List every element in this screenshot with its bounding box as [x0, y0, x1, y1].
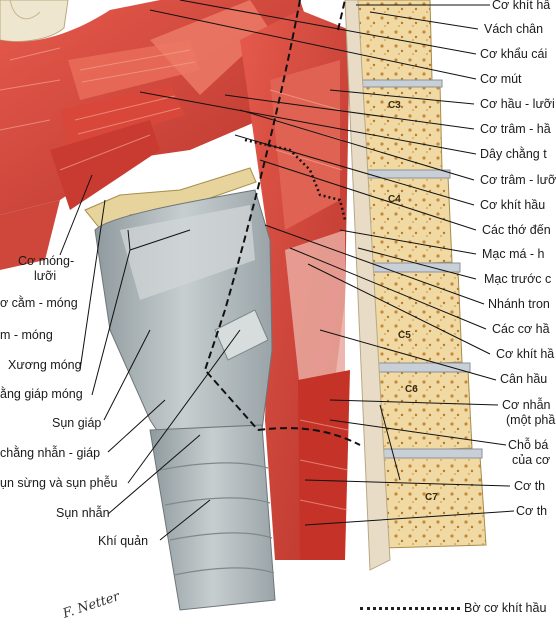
label-pharyngeal-muscles: Các cơ hầ — [492, 322, 550, 336]
label-attachment: Chỗ bá — [508, 438, 549, 452]
label-superior-constrictor: Cơ khít hầ — [492, 0, 551, 12]
label-thyroid-cartilage: Sụn giáp — [52, 416, 102, 430]
vertebra-c6: C6 — [405, 384, 418, 395]
label-buccopharyngeal-fascia: Mạc má - h — [482, 247, 545, 261]
label-middle-constrictor: Cơ khít hầu — [480, 198, 546, 212]
label-hyoglossus-2: lưỡi — [34, 269, 57, 283]
label-styloglossus: Cơ trâm - lưỡ — [480, 173, 556, 187]
label-palatoglossus: Cơ khẩu cái — [480, 47, 548, 61]
vertebra-c4: C4 — [388, 194, 401, 205]
label-prevertebral-fascia: Mạc trước c — [484, 272, 552, 286]
label-hyoid-bone: Xương móng — [8, 358, 82, 372]
label-stylopharyngeus: Cơ trâm - hầ — [480, 122, 551, 136]
label-hyoglossus: Cơ móng- — [18, 254, 75, 268]
vertebral-column: C3 C4 C5 C6 C7 — [344, 0, 487, 571]
constrictor-borders — [203, 0, 361, 446]
label-mylohyoid: m - móng — [0, 328, 53, 342]
upper-muscles — [0, 0, 320, 270]
vertebra-c7: C7 — [425, 492, 438, 503]
leader-lines-left — [59, 174, 241, 541]
legend: Bờ cơ khít hầu — [360, 601, 546, 615]
label-buccinator: Cơ mút — [480, 72, 522, 86]
label-attachment-of: của cơ — [512, 453, 551, 467]
label-geniohyoid: ơ cằm - móng — [0, 296, 78, 310]
label-corniculate-arytenoid: ụn sừng và sụn phễu — [0, 476, 118, 490]
pharyngeal-constrictors — [240, 10, 350, 560]
legend-text: Bờ cơ khít hầu — [464, 601, 547, 615]
label-stylohyoid-ligament: Dây chằng t — [480, 147, 547, 161]
label-cricopharyngeus-part: (một phầ — [506, 413, 556, 427]
label-pharyngeal-aponeurosis: Cân hầu — [500, 372, 548, 386]
label-glossopharyngeal: Cơ hầu - lưỡi — [480, 97, 555, 111]
label-cricothyroid-ligament: chằng nhẫn - giáp — [0, 446, 101, 460]
leader-lines-right — [139, 0, 515, 526]
label-inferior-constrictor: Cơ khít hầ — [496, 347, 555, 361]
label-cricopharyngeus: Cơ nhẫn — [502, 398, 551, 412]
label-fibers-to: Các thớ đến — [482, 223, 551, 237]
vertebra-labels: C3 C4 C5 C6 C7 — [388, 100, 438, 503]
label-internal-branch: Nhánh tron — [488, 297, 550, 311]
label-cricoid-cartilage: Sụn nhẫn — [56, 506, 110, 520]
vertebra-c3: C3 — [388, 100, 401, 111]
label-velum: Vách chân — [484, 22, 544, 36]
legend-dotted-line — [360, 606, 460, 610]
label-trachea: Khí quản — [98, 534, 149, 548]
label-esophagus-muscle-1: Cơ th — [514, 479, 546, 493]
label-thyrohyoid-ligament: ằng giáp móng — [0, 387, 83, 401]
teeth — [0, 0, 69, 42]
larynx-cartilage — [94, 189, 276, 611]
vertebra-c5: C5 — [398, 330, 411, 341]
label-esophagus-muscle-2: Cơ th — [516, 504, 548, 518]
